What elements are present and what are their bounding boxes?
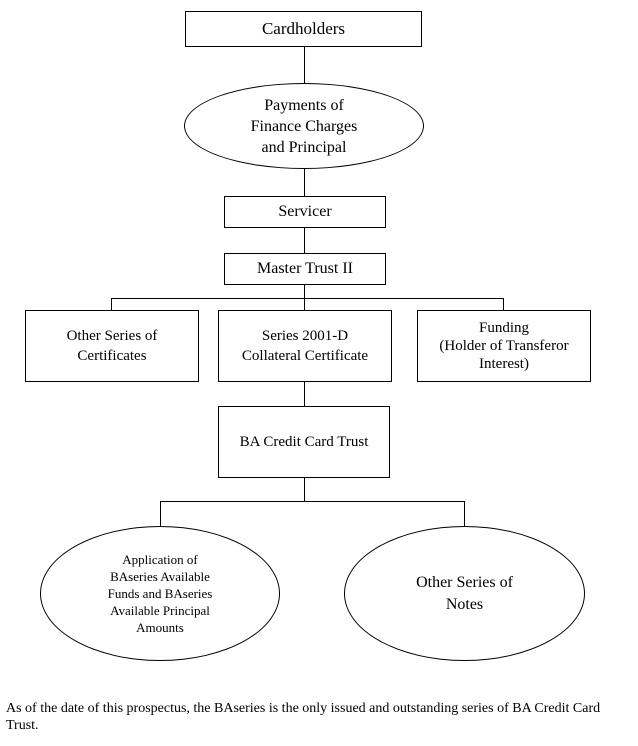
other-series-notes-ellipse: Other Series of Notes bbox=[344, 526, 585, 661]
payments-ellipse: Payments of Finance Charges and Principa… bbox=[184, 83, 424, 169]
collateral-certificate-box: Series 2001-D Collateral Certificate bbox=[218, 310, 392, 382]
connector-batrust-split bbox=[304, 477, 305, 502]
ba-credit-card-trust-box: BA Credit Card Trust bbox=[218, 406, 390, 478]
connector-branch-center bbox=[304, 298, 305, 311]
connector-cardholders-payments bbox=[304, 46, 305, 84]
connector-split-horizontal bbox=[160, 501, 465, 502]
connector-branch-right bbox=[503, 298, 504, 311]
application-ellipse: Application of BAseries Available Funds … bbox=[40, 526, 280, 661]
connector-payments-servicer bbox=[304, 168, 305, 197]
funding-box: Funding (Holder of Transferor Interest) bbox=[417, 310, 591, 382]
cardholders-box: Cardholders bbox=[185, 11, 422, 47]
connector-split-right bbox=[464, 501, 465, 528]
connector-branch-left bbox=[111, 298, 112, 311]
master-trust-box: Master Trust II bbox=[224, 253, 386, 285]
footnote-caption: As of the date of this prospectus, the B… bbox=[6, 701, 601, 733]
connector-split-left bbox=[160, 501, 161, 528]
servicer-box: Servicer bbox=[224, 196, 386, 228]
connector-servicer-master bbox=[304, 227, 305, 254]
other-series-certificates-box: Other Series of Certificates bbox=[25, 310, 199, 382]
connector-collateral-batrust bbox=[304, 381, 305, 407]
connector-branch-horizontal bbox=[111, 298, 504, 299]
connector-master-branch bbox=[304, 284, 305, 299]
